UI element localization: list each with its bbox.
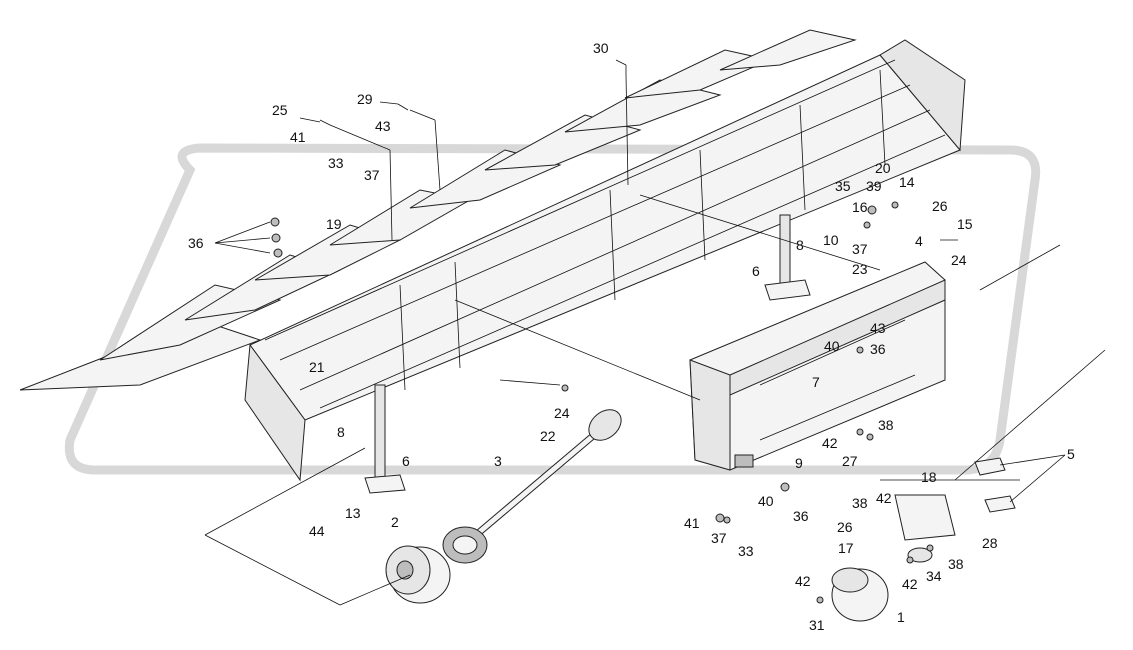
callout-24-left: 24 [554,405,570,421]
callout-23: 23 [852,261,868,277]
callout-42-frame: 42 [822,435,838,451]
callout-42-hub: 42 [876,490,892,506]
row-dividers [19,29,857,391]
callout-43: 43 [375,118,391,134]
callout-28: 28 [982,535,998,551]
callout-39: 39 [866,178,882,194]
callout-36: 36 [188,235,204,251]
callout-43-frame: 43 [870,320,886,336]
coupling-2 [385,545,451,604]
callout-labels: 30 29 43 25 41 33 37 19 36 21 20 35 39 1… [188,40,1075,633]
callout-7: 7 [812,374,820,390]
callout-33: 33 [328,155,344,171]
callout-2: 2 [391,514,399,530]
callout-27: 27 [842,453,858,469]
callout-4: 4 [915,233,923,249]
callout-36-lower: 36 [793,508,809,524]
callout-18: 18 [921,469,937,485]
callout-41-lower: 41 [684,515,700,531]
callout-31: 31 [809,617,825,633]
callout-17: 17 [838,540,854,556]
callout-1: 1 [897,609,905,625]
callout-20: 20 [875,160,891,176]
callout-24-right: 24 [951,252,967,268]
callout-34: 34 [926,568,942,584]
callout-16: 16 [852,199,868,215]
callout-37-lower: 37 [711,530,727,546]
callout-3: 3 [494,453,502,469]
callout-38-hub: 38 [852,495,868,511]
callout-37-right: 37 [852,241,868,257]
callout-38-right: 38 [948,556,964,572]
callout-29: 29 [357,91,373,107]
plate-18 [894,494,956,563]
callout-30: 30 [593,40,609,56]
callout-25: 25 [272,102,288,118]
drive-shaft [442,409,622,564]
clips-5 [974,457,1016,513]
callout-6-upper: 6 [752,263,760,279]
callout-8-lower: 8 [337,424,345,440]
callout-35: 35 [835,178,851,194]
callout-5: 5 [1067,446,1075,462]
callout-37: 37 [364,167,380,183]
callout-22: 22 [540,428,556,444]
callout-41: 41 [290,129,306,145]
pins [270,65,958,604]
callout-19: 19 [326,216,342,232]
callout-26: 26 [932,198,948,214]
header-frame [244,39,966,482]
callout-42-left: 42 [795,573,811,589]
watermark [64,143,1041,475]
callout-33-lower: 33 [738,543,754,559]
callout-21: 21 [309,359,325,375]
leader-lines [204,59,1106,606]
callout-36-frame: 36 [870,341,886,357]
callout-8-upper: 8 [796,237,804,253]
callout-44: 44 [309,523,325,539]
callout-26-hub: 26 [837,519,853,535]
callout-14: 14 [899,174,915,190]
callout-42-right: 42 [902,576,918,592]
callout-6-lower: 6 [402,453,410,469]
callout-9: 9 [795,455,803,471]
adapter-frame [689,261,946,471]
stand-legs [364,214,811,494]
callout-40-frame: 40 [824,338,840,354]
hub-1 [831,567,889,622]
callout-38-frame: 38 [878,417,894,433]
callout-15: 15 [957,216,973,232]
callout-10: 10 [823,232,839,248]
callout-40-lower: 40 [758,493,774,509]
callout-13: 13 [345,505,361,521]
